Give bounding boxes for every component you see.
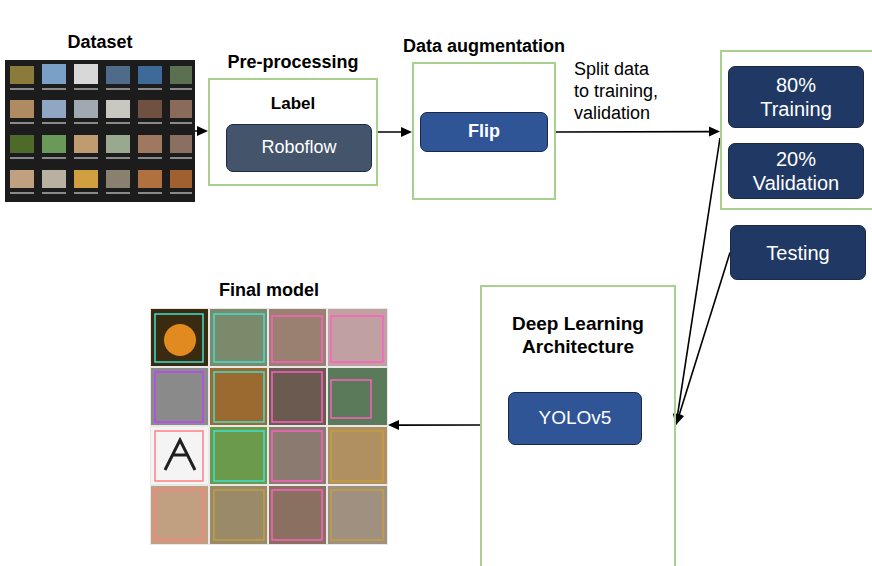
final-model-image: Final model <box>150 308 388 545</box>
heading: Data augmentation <box>390 36 578 58</box>
arrow-connector <box>556 131 711 133</box>
box-label: Roboflow <box>261 137 336 159</box>
dataset-image: Dataset <box>5 60 195 202</box>
box-label: 20% Validation <box>744 147 848 195</box>
dataset-thumbnails <box>5 60 195 202</box>
heading: Dataset <box>0 32 219 54</box>
validation-box: 20% Validation <box>728 143 864 199</box>
arrow-connector <box>378 131 403 133</box>
box-label: 80% Training <box>744 73 848 121</box>
arrow-connector <box>677 138 720 416</box>
sub-heading: Label <box>216 94 370 114</box>
heading: Final model <box>126 280 412 302</box>
model-box: YOLOv5 <box>508 392 642 445</box>
arrowhead <box>197 126 208 136</box>
tool-box: Roboflow <box>226 124 372 172</box>
augmentation-box: Data augmentationFlip <box>412 62 556 200</box>
heading: Pre-processing <box>186 52 400 74</box>
arrowhead <box>388 420 399 430</box>
method-box: Flip <box>420 112 548 152</box>
box-label: Testing <box>766 241 829 265</box>
preprocessing-box: Pre-processingLabelRoboflow <box>208 78 378 186</box>
split-box: 80% Training 20% Validation <box>720 50 872 210</box>
edge-label: Split data to training, validation <box>574 58 668 124</box>
detection-results-grid <box>150 308 388 545</box>
box-label: Flip <box>468 121 500 143</box>
training-box: 80% Training <box>728 66 864 128</box>
arrowhead <box>709 127 720 137</box>
arrow-connector <box>397 424 480 426</box>
testing-box: Testing <box>730 225 866 280</box>
arrow-connector <box>679 253 730 417</box>
arrowhead <box>401 127 412 137</box>
heading: Deep Learning Architecture <box>492 313 664 359</box>
architecture-box: Deep Learning ArchitectureYOLOv5 <box>480 285 676 566</box>
box-label: YOLOv5 <box>539 407 612 430</box>
